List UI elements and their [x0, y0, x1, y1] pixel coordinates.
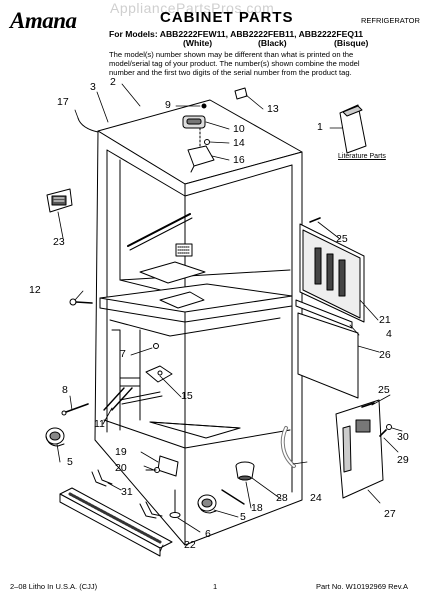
color-black: (Black) [258, 38, 287, 48]
part-11-screws [103, 387, 133, 411]
callout-21: 21 [379, 314, 391, 326]
note-line-1: The model(s) number shown may be differe… [109, 50, 354, 59]
part-8-screw [61, 403, 89, 416]
callout-25-bottom: 25 [378, 384, 390, 396]
part-19-bracket [145, 455, 179, 477]
callout-28: 28 [276, 492, 288, 504]
part-15-bracket [145, 343, 173, 383]
footer-litho: 2–08 Litho In U.S.A. (CJJ) [10, 582, 98, 591]
part-12-screw [69, 298, 93, 306]
part-18-screw [221, 489, 245, 505]
callout-23: 23 [53, 236, 65, 248]
cabinet-shell [94, 99, 303, 546]
callout-11: 11 [94, 418, 105, 430]
callout-26: 26 [379, 349, 391, 361]
part-21-grille [299, 217, 365, 323]
part-22-kickplate [59, 487, 173, 557]
part-17-tube [77, 117, 99, 133]
top-bracket-assembly [182, 103, 215, 173]
brand-logo: Amana [10, 8, 77, 33]
callout-4: 4 [386, 328, 392, 340]
literature-booklet [339, 104, 367, 154]
callout-10: 10 [233, 123, 245, 135]
callout-12: 12 [29, 284, 41, 296]
callout-19: 19 [115, 446, 127, 458]
callout-16: 16 [233, 154, 245, 166]
footer-part-number: Part No. W10192969 Rev.A [316, 582, 408, 591]
part-13-clip [234, 87, 248, 100]
footer-page-number: 1 [213, 582, 218, 591]
part-6-foot [169, 489, 181, 518]
callout-29: 29 [397, 454, 409, 466]
literature-parts-label: Literature Parts [338, 153, 386, 160]
callout-13: 13 [267, 103, 279, 115]
wheel-left-5 [45, 427, 65, 447]
category-label: REFRIGERATOR [361, 16, 420, 25]
callout-1: 1 [317, 121, 323, 133]
callout-22: 22 [184, 539, 196, 551]
callout-31: 31 [121, 486, 133, 498]
part-26-panel [297, 312, 359, 399]
callout-18: 18 [251, 502, 263, 514]
callout-20: 20 [115, 462, 127, 474]
callout-5-bottom: 5 [240, 511, 246, 523]
models-line: For Models: ABB2222FEW11, ABB2222FEB11, … [109, 29, 364, 39]
page-title: CABINET PARTS [160, 9, 294, 26]
part-4-strip [295, 299, 353, 329]
callout-14: 14 [233, 137, 245, 149]
leader-lines [56, 83, 403, 553]
callout-27: 27 [384, 508, 396, 520]
callout-7: 7 [120, 348, 126, 360]
color-bisque: (Bisque) [334, 38, 369, 48]
note-line-3: number and the first two digits of the s… [109, 68, 352, 77]
callout-25-top: 25 [336, 233, 348, 245]
part-23-control [46, 188, 73, 213]
part-28-cup [235, 461, 255, 481]
callout-15: 15 [181, 390, 193, 402]
part-31-clips [91, 469, 163, 519]
part-27-cover [335, 399, 392, 499]
callout-3: 3 [90, 81, 96, 93]
callout-8: 8 [62, 384, 68, 396]
callout-30: 30 [397, 431, 409, 443]
callout-5-left: 5 [67, 456, 73, 468]
callout-9: 9 [165, 99, 171, 111]
color-white: (White) [183, 38, 213, 48]
wheel-bottom-5 [197, 494, 217, 514]
callout-17: 17 [57, 96, 69, 108]
watermark: AppliancePartsPros.com [110, 0, 275, 16]
note-line-2: model/serial tag of your product. The nu… [109, 59, 360, 68]
callout-24: 24 [310, 492, 322, 504]
callout-6: 6 [205, 528, 211, 540]
callout-2: 2 [110, 76, 116, 88]
